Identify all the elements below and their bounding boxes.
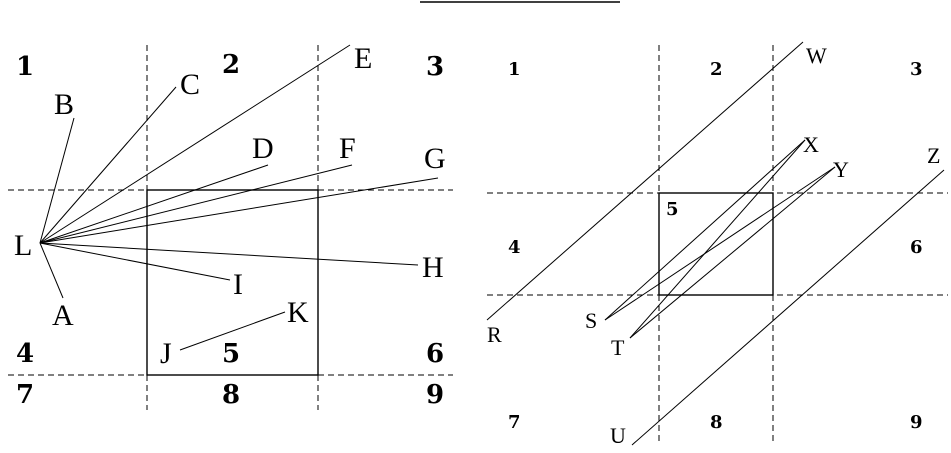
left-label-I: I (233, 268, 243, 301)
left-rays (39, 44, 439, 351)
left-region-numbers: 1 2 3 4 5 6 7 8 9 (16, 50, 444, 410)
right-region-8: 8 (710, 412, 723, 433)
left-label-B: B (54, 88, 74, 121)
ray-L-G (39, 177, 439, 244)
left-region-6: 6 (426, 339, 444, 369)
right-label-R: R (487, 322, 502, 347)
right-label-Y: Y (833, 157, 849, 182)
line-U-Z (631, 169, 945, 446)
left-label-F: F (339, 132, 356, 165)
left-label-D: D (252, 132, 274, 165)
right-region-7: 7 (508, 412, 521, 433)
left-label-K: K (287, 296, 309, 329)
left-region-1: 1 (16, 52, 34, 82)
left-center-square (146, 189, 319, 376)
line-S-X (604, 139, 806, 321)
ray-L-B (39, 117, 75, 244)
left-label-H: H (422, 251, 444, 284)
left-label-A: A (52, 299, 74, 332)
ray-L-H (39, 242, 419, 266)
right-region-1: 1 (508, 59, 521, 80)
right-region-5: 5 (666, 199, 679, 220)
left-region-8: 8 (222, 380, 240, 410)
left-region-3: 3 (426, 52, 444, 82)
left-label-E: E (354, 42, 372, 75)
right-label-T: T (611, 335, 625, 360)
ray-L-D (39, 164, 269, 244)
right-label-Z: Z (927, 143, 940, 168)
right-region-3: 3 (910, 59, 923, 80)
right-label-U: U (610, 423, 626, 448)
right-region-4: 4 (508, 237, 521, 258)
left-label-G: G (424, 142, 446, 175)
right-center-rectangle (658, 192, 774, 296)
line-T-X (629, 139, 806, 339)
left-region-9: 9 (426, 380, 444, 410)
left-region-7: 7 (16, 380, 34, 410)
ray-L-F (39, 164, 353, 244)
left-label-C: C (180, 68, 200, 101)
left-region-2: 2 (222, 50, 240, 80)
right-label-X: X (803, 132, 819, 157)
right-region-numbers: 1 2 3 4 5 6 7 8 9 (508, 59, 923, 433)
right-point-labels: R W X Y Z S T U (487, 43, 940, 448)
right-figure: 1 2 3 4 5 6 7 8 9 R W X Y Z S T U (486, 41, 948, 448)
right-diagonals (486, 41, 945, 446)
right-label-S: S (585, 308, 597, 333)
right-region-6: 6 (910, 237, 923, 258)
line-R-W (486, 41, 804, 321)
line-T-Y (629, 166, 836, 339)
ray-L-A (39, 242, 64, 299)
left-figure: 1 2 3 4 5 6 7 8 9 L A B C D E F G H I J … (8, 42, 453, 410)
ray-L-I (39, 242, 231, 281)
left-point-labels: L A B C D E F G H I J K (14, 42, 446, 370)
left-region-5: 5 (222, 339, 240, 369)
ray-L-C (39, 86, 177, 244)
left-label-L: L (14, 229, 32, 262)
left-region-4: 4 (16, 339, 34, 369)
line-S-Y (604, 166, 836, 321)
ray-L-E (39, 44, 351, 244)
right-region-9: 9 (910, 412, 923, 433)
right-label-W: W (806, 43, 827, 68)
segment-J-K (179, 311, 286, 351)
right-region-2: 2 (710, 59, 723, 80)
left-label-J: J (160, 337, 172, 370)
